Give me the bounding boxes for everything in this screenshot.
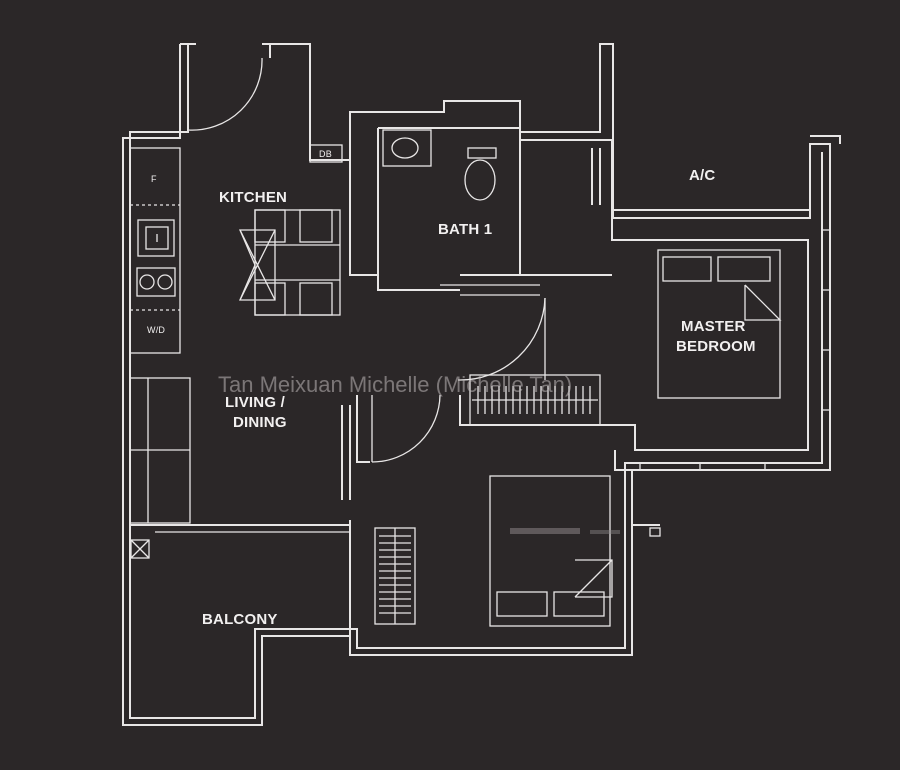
- wall-bedroom2-top: [356, 395, 370, 463]
- interior-walls: [130, 127, 809, 636]
- sofa: [129, 377, 191, 559]
- wall-bath: [378, 127, 521, 276]
- label-bath: BATH 1: [438, 221, 492, 238]
- chair: [299, 209, 333, 243]
- label-fridge: F: [151, 174, 157, 184]
- pillow: [662, 256, 712, 282]
- kitchen-counter: [129, 144, 343, 354]
- master-door-swing: [457, 297, 546, 381]
- wall-bedroom2-right: [614, 450, 632, 471]
- ac-wall: [600, 43, 810, 211]
- master-wardrobe: [469, 374, 601, 426]
- dining-table: [239, 209, 341, 316]
- chair: [254, 282, 286, 316]
- label-db: DB: [319, 149, 332, 159]
- ac-ledge: [810, 135, 841, 144]
- table-top: [254, 209, 341, 316]
- label-balcony: BALCONY: [202, 611, 278, 628]
- db-box: [309, 144, 343, 163]
- label-living-line1: LIVING /: [225, 394, 286, 411]
- outer-walls: [122, 43, 841, 726]
- service-shaft-icon: [130, 539, 150, 559]
- counter: [129, 147, 181, 354]
- label-kitchen: KITCHEN: [219, 189, 287, 206]
- doors: [187, 57, 546, 463]
- chair: [254, 209, 286, 243]
- outer-wall-inner-line: [129, 44, 823, 719]
- master-bed-frame: [657, 249, 781, 399]
- label-master-line2: BEDROOM: [676, 338, 756, 355]
- master-windows: [639, 229, 830, 470]
- toilet-icon: [464, 159, 496, 201]
- master-bed: [469, 249, 782, 426]
- wardrobe-rails: [379, 386, 591, 614]
- watermark: Tan Meixuan Michelle (Michelle Tan): [218, 372, 572, 397]
- pillow: [496, 591, 548, 617]
- hob-icon: [136, 267, 176, 297]
- pillow: [717, 256, 771, 282]
- bath-fixtures: [382, 129, 497, 201]
- label-living-line2: DINING: [233, 414, 287, 431]
- label-washer: W/D: [147, 325, 165, 335]
- bedroom2-bed: [374, 475, 613, 627]
- entry-door-swing: [187, 57, 263, 131]
- bench: [239, 229, 276, 301]
- basin-icon: [382, 129, 432, 167]
- bed2-door-swing: [371, 394, 441, 463]
- blurred-label: [510, 528, 620, 534]
- label-master-line1: MASTER: [681, 318, 746, 335]
- bed2-frame: [489, 475, 611, 627]
- wc-cistern: [467, 147, 497, 159]
- sink-icon: [137, 219, 175, 257]
- column-stub: [649, 527, 661, 537]
- chair: [299, 282, 333, 316]
- pillow: [553, 591, 605, 617]
- label-ac: A/C: [689, 167, 715, 184]
- outer-wall-main: [122, 43, 831, 726]
